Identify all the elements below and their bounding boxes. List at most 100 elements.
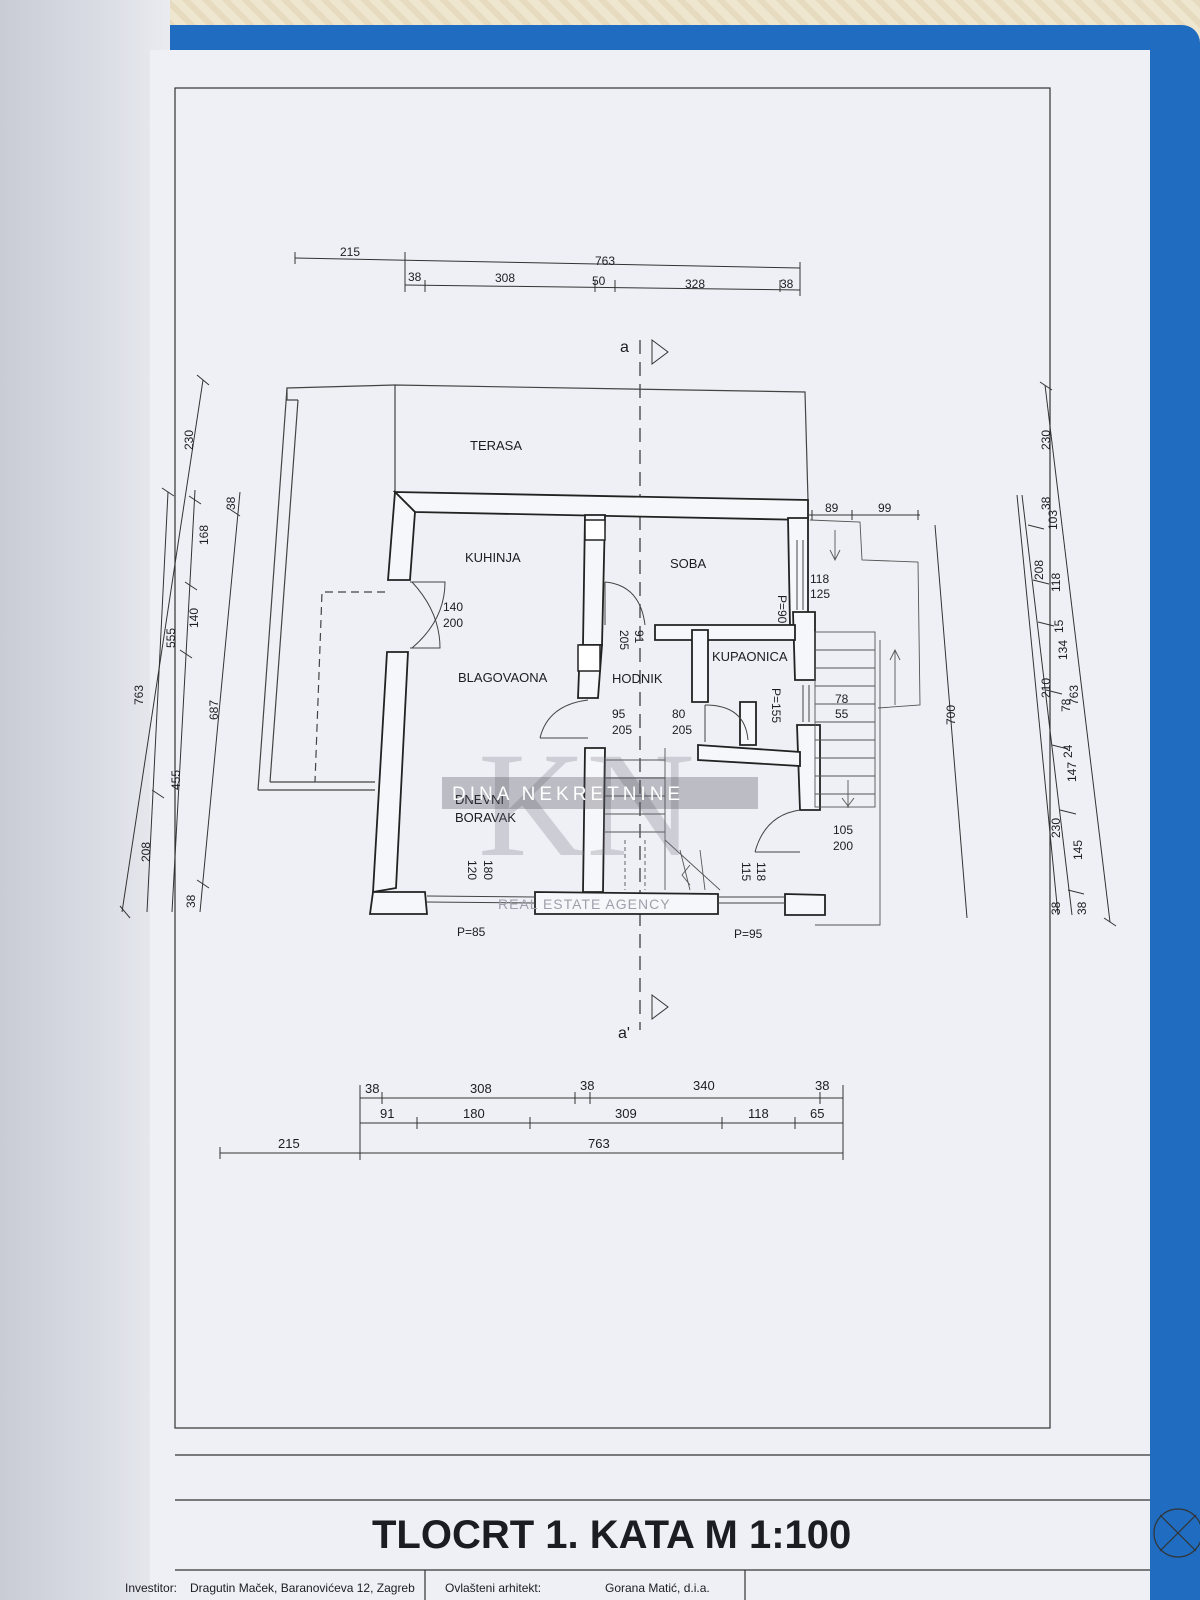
soba-sill-height: P=90 xyxy=(775,595,789,624)
dim-top-38a: 38 xyxy=(408,270,422,284)
dim-right-24: 24 xyxy=(1061,744,1075,758)
soba-window-height: 125 xyxy=(810,587,830,601)
dim-left-168: 168 xyxy=(197,525,211,545)
dim-top-763: 763 xyxy=(595,254,615,268)
dim-right-208: 208 xyxy=(1032,560,1046,580)
dim-bottom-91: 91 xyxy=(380,1106,394,1121)
dim-right-210: 210 xyxy=(1039,678,1053,698)
dim-left-555: 555 xyxy=(164,628,178,648)
stair-window-height: 115 xyxy=(739,862,753,881)
dim-left-230: 230 xyxy=(182,430,196,450)
dim-right-230-lower: 230 xyxy=(1049,818,1063,838)
dim-top-38b: 38 xyxy=(780,277,794,291)
dim-right-134: 134 xyxy=(1056,640,1070,660)
dim-right-38-bottom-inner: 38 xyxy=(1075,901,1089,915)
bath-sill-height: P=155 xyxy=(769,688,783,723)
dim-right-99: 99 xyxy=(878,501,892,515)
dim-left-455: 455 xyxy=(169,770,183,790)
dim-left-687: 687 xyxy=(207,700,221,720)
bath-window-width: 78 xyxy=(835,692,849,706)
dim-right-78: 78 xyxy=(1059,698,1073,712)
agency-watermark: KN DINA NEKRETNINE REAL ESTATE AGENCY xyxy=(442,722,758,912)
room-label-dnevni: DNEVNI xyxy=(455,792,504,807)
living-window-height: 120 xyxy=(465,860,479,880)
door-swings xyxy=(410,581,801,853)
room-label-blagovaona: BLAGOVAONA xyxy=(458,670,548,685)
dim-right-763: 763 xyxy=(1067,685,1081,705)
dim-right-230: 230 xyxy=(1039,430,1053,450)
room-label-kupaonica: KUPAONICA xyxy=(712,649,788,664)
bath-door-width: 80 xyxy=(672,707,686,721)
soba-door-width: 91 xyxy=(632,630,646,644)
windows xyxy=(426,540,810,904)
dim-bottom-38c: 38 xyxy=(815,1078,829,1093)
dim-top-328: 328 xyxy=(685,277,705,291)
dim-right-38-bottom: 38 xyxy=(1049,901,1063,915)
dim-bottom-215: 215 xyxy=(278,1136,300,1151)
dim-right-103: 103 xyxy=(1046,510,1060,530)
entry-door-width: 105 xyxy=(833,823,853,837)
section-mark-a-prime: a' xyxy=(618,1025,630,1042)
dim-bottom-38a: 38 xyxy=(365,1081,379,1096)
kitchen-door-width: 140 xyxy=(443,600,463,614)
title-block-lines xyxy=(175,1508,1200,1600)
sill-right: P=95 xyxy=(734,927,763,941)
drawing-title: TLOCRT 1. KATA M 1:100 xyxy=(372,1513,851,1557)
section-mark-a: a xyxy=(620,339,629,356)
section-line xyxy=(639,339,669,1030)
dim-left-140: 140 xyxy=(187,608,201,628)
footer-architect-value: Gorana Matić, d.i.a. xyxy=(605,1581,710,1595)
watermark-name: DINA NEKRETNINE xyxy=(452,784,684,805)
dim-bottom-763: 763 xyxy=(588,1136,610,1151)
walls xyxy=(368,489,826,916)
dim-right-89: 89 xyxy=(825,501,839,515)
chimney-blocks xyxy=(577,519,606,672)
bottom-dimensions xyxy=(219,1085,844,1160)
dim-right-145: 145 xyxy=(1071,840,1085,860)
dim-bottom-180: 180 xyxy=(463,1106,485,1121)
dim-left-763: 763 xyxy=(132,685,146,705)
dim-top-215: 215 xyxy=(340,245,360,259)
right-dimensions xyxy=(934,381,1117,927)
bath-window-height: 55 xyxy=(835,707,849,721)
dining-door-height: 205 xyxy=(612,723,632,737)
dim-left-208: 208 xyxy=(139,842,153,862)
dim-top-50: 50 xyxy=(592,274,606,288)
sheet-frame xyxy=(174,87,1150,1501)
living-window-width: 180 xyxy=(481,860,495,880)
terrace-outline xyxy=(257,384,809,791)
watermark-monogram: KN xyxy=(478,722,695,888)
stair-window-width: 118 xyxy=(754,862,768,881)
footer-investor-label: Investitor: xyxy=(125,1581,177,1595)
drawing-sheet xyxy=(150,50,1150,1600)
dim-bottom-65: 65 xyxy=(810,1106,824,1121)
kitchen-door-height: 200 xyxy=(443,616,463,630)
dim-bottom-118: 118 xyxy=(748,1106,769,1121)
sill-left: P=85 xyxy=(457,925,486,939)
dim-right-118: 118 xyxy=(1049,573,1063,592)
room-label-terasa: TERASA xyxy=(470,438,522,453)
watermark-tagline: REAL ESTATE AGENCY xyxy=(498,896,671,912)
room-label-soba: SOBA xyxy=(670,556,706,571)
right-top-dimensions xyxy=(808,510,920,520)
dim-bottom-308: 308 xyxy=(470,1081,492,1096)
room-label-hodnik: HODNIK xyxy=(612,671,663,686)
dining-door-width: 95 xyxy=(612,707,626,721)
left-dimensions xyxy=(119,374,241,919)
stairs xyxy=(605,519,921,926)
left-page xyxy=(0,0,170,1600)
dim-bottom-309: 309 xyxy=(615,1106,637,1121)
footer-architect-label: Ovlašteni arhitekt: xyxy=(445,1581,541,1595)
room-label-kuhinja: KUHINJA xyxy=(465,550,521,565)
dim-left-38-bottom: 38 xyxy=(184,894,198,908)
dim-bottom-38b: 38 xyxy=(580,1078,594,1093)
soba-window-width: 118 xyxy=(810,572,829,586)
dim-right-700: 700 xyxy=(944,705,958,725)
dim-right-38-top: 38 xyxy=(1039,496,1053,510)
soba-door-height: 205 xyxy=(617,630,631,650)
dim-bottom-340: 340 xyxy=(693,1078,715,1093)
footer-investor-value: Dragutin Maček, Baranovićeva 12, Zagreb xyxy=(190,1581,415,1595)
room-label-boravak: BORAVAK xyxy=(455,810,516,825)
